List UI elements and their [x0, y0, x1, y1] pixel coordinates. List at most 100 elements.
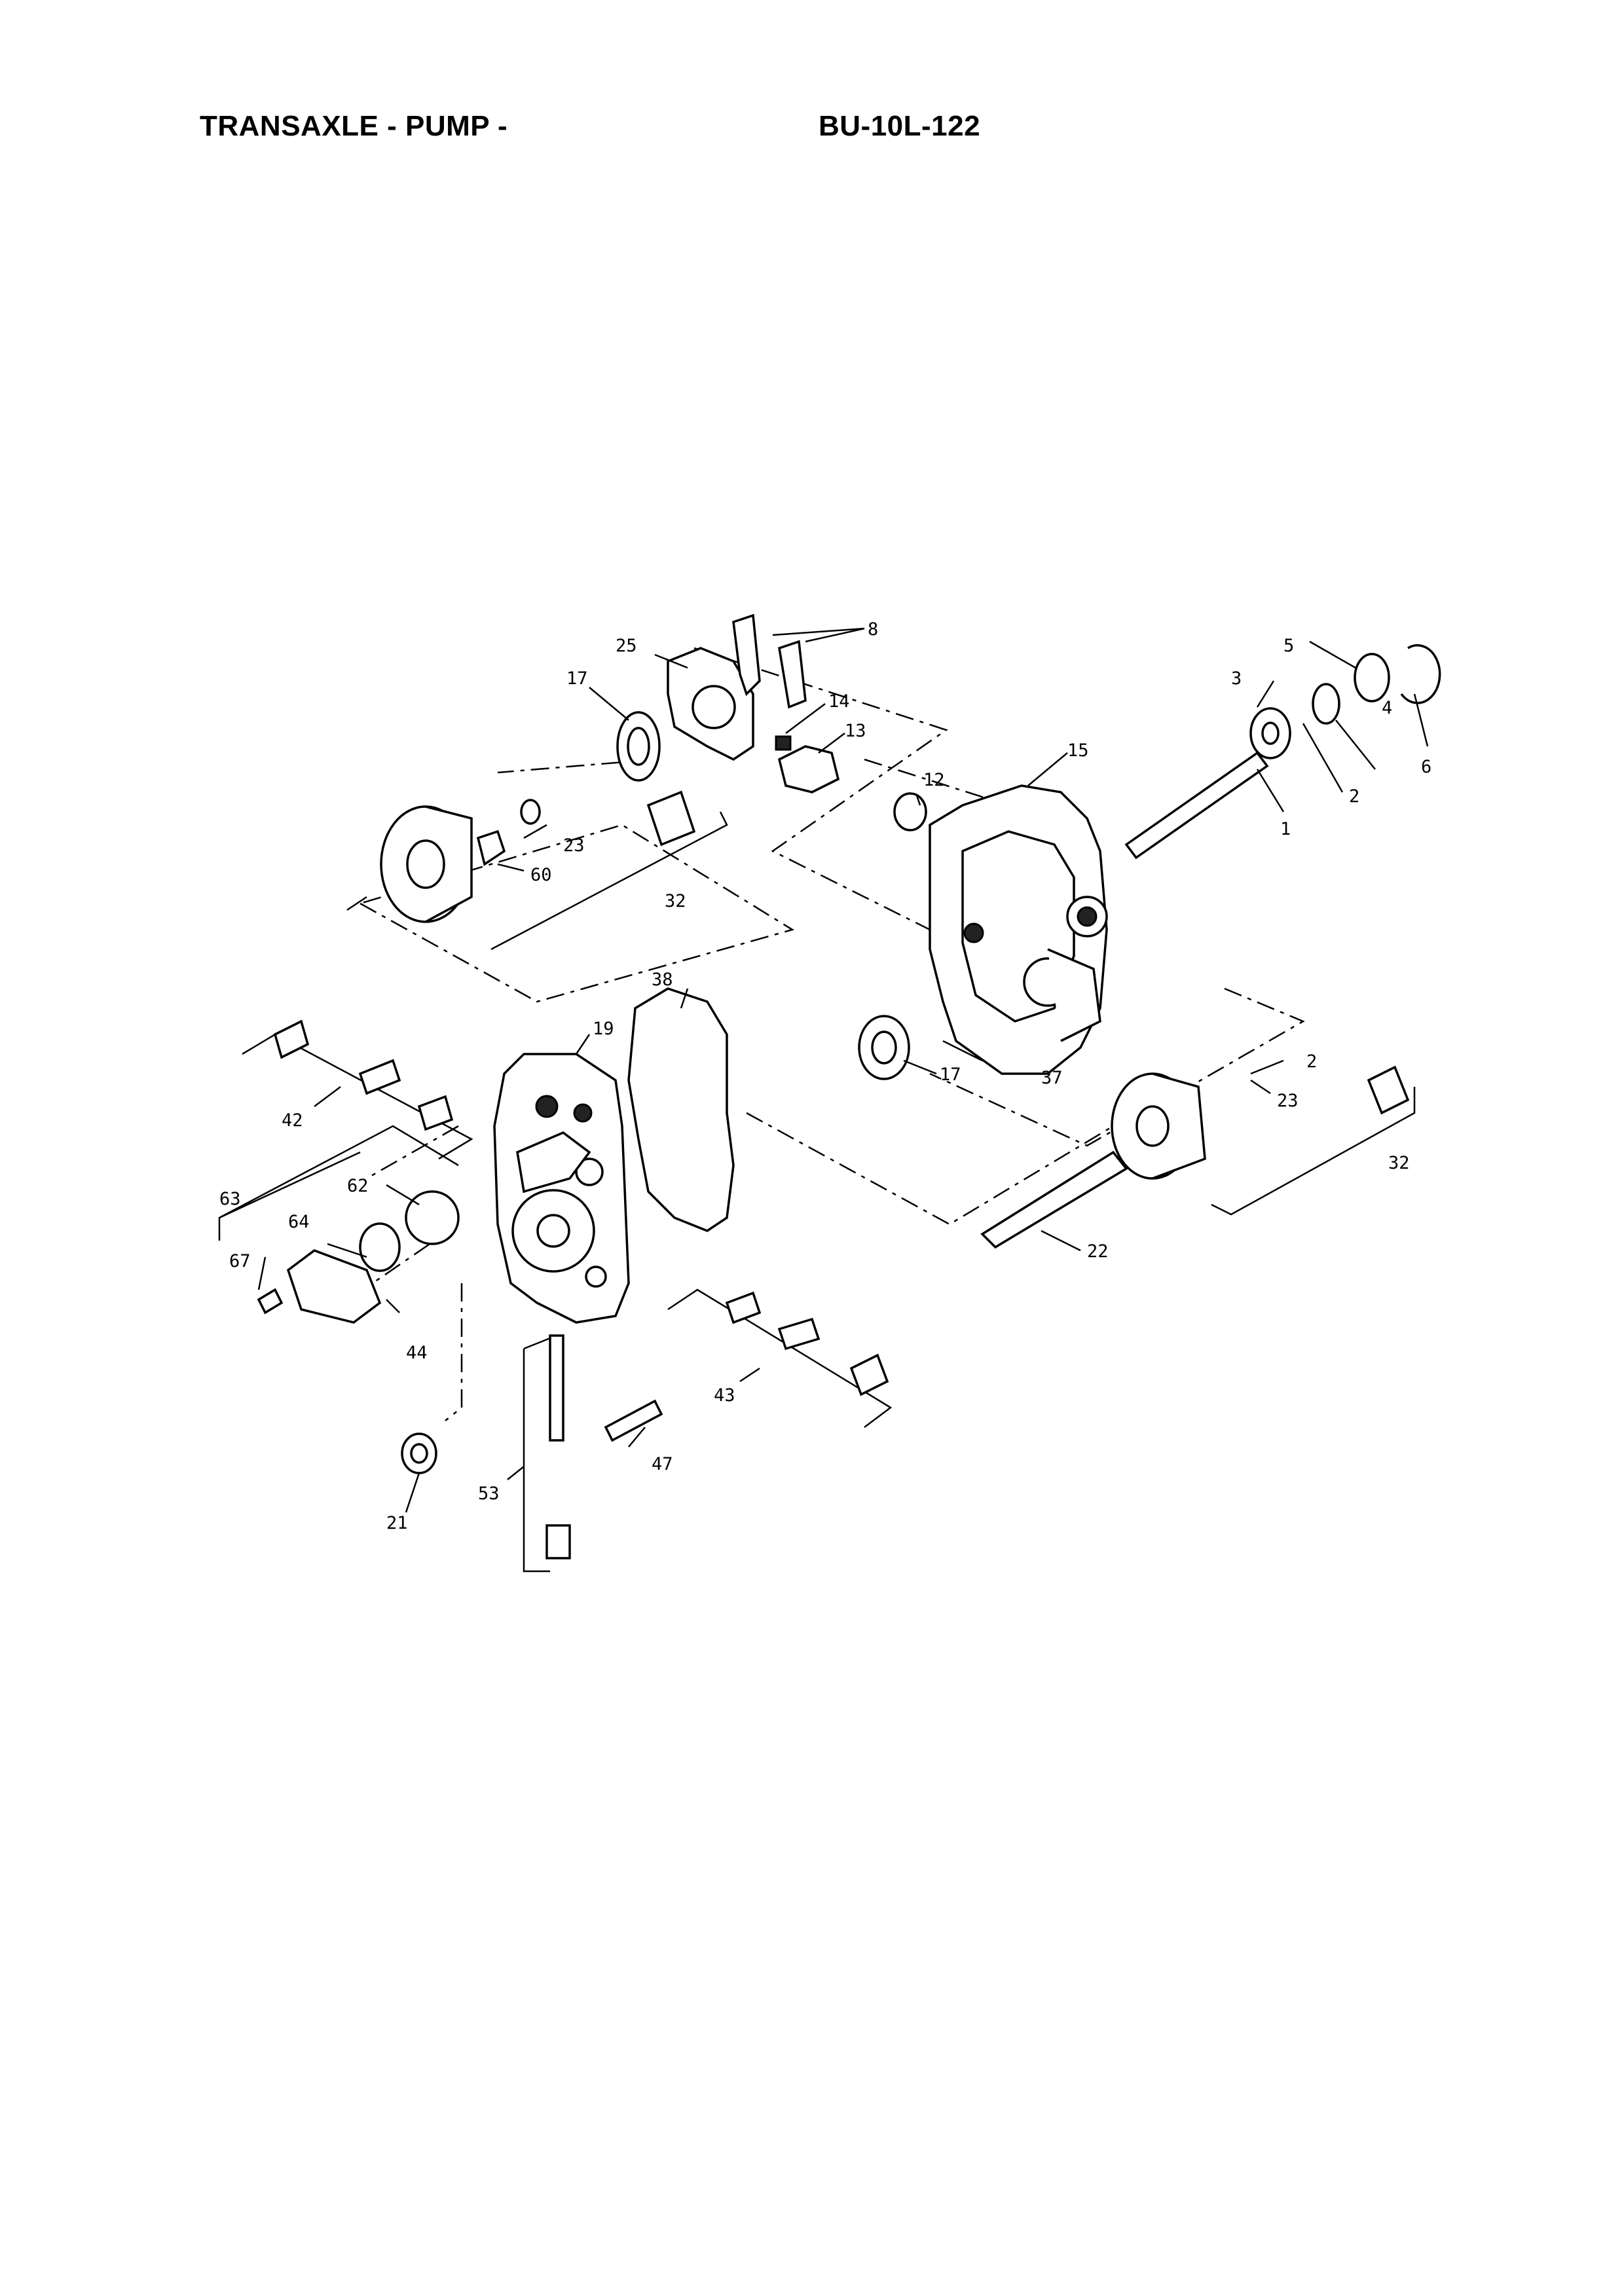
- bearing-12: [893, 792, 927, 831]
- output-shaft: [980, 1150, 1128, 1249]
- callout-2: 2: [1349, 786, 1359, 807]
- callout-42: 42: [282, 1110, 303, 1131]
- callout-3: 3: [1231, 668, 1242, 689]
- spring: [476, 829, 506, 866]
- callout-17: 17: [940, 1065, 961, 1085]
- leader: [327, 1243, 367, 1258]
- callout-53: 53: [478, 1484, 500, 1504]
- callout-67: 67: [229, 1251, 251, 1271]
- pump-housing: [929, 784, 1108, 1075]
- guide-line: [353, 1125, 459, 1298]
- callout-6: 6: [1421, 757, 1431, 777]
- bypass-plug: [545, 1524, 571, 1559]
- callout-63: 63: [219, 1189, 241, 1209]
- o-ring-62: [405, 1190, 460, 1245]
- callout-13: 13: [845, 721, 866, 741]
- bracket-43: [667, 1288, 893, 1428]
- callout-12: 12: [923, 770, 945, 790]
- bracket-32-left: [346, 811, 728, 951]
- leader: [507, 1466, 525, 1480]
- bearing-3: [1249, 707, 1291, 759]
- leader: [654, 653, 688, 669]
- callout-25: 25: [616, 636, 637, 656]
- leader: [818, 733, 845, 754]
- control-arm: [777, 745, 840, 793]
- guide-line: [746, 1112, 1114, 1226]
- gasket: [627, 987, 735, 1232]
- callout-22: 22: [1087, 1241, 1109, 1262]
- leader: [386, 1299, 400, 1313]
- callout-32: 32: [1388, 1153, 1410, 1173]
- leader: [257, 1256, 267, 1290]
- thrust-bearing-half: [732, 613, 761, 697]
- leader: [942, 1040, 983, 1062]
- leader: [1256, 680, 1275, 708]
- leader: [903, 1059, 937, 1075]
- leader: [589, 687, 629, 721]
- callout-23: 23: [1277, 1091, 1299, 1111]
- seal-upper: [616, 711, 661, 782]
- guide-line: [693, 647, 948, 931]
- leader: [314, 1086, 341, 1107]
- plunger-right: [1367, 1065, 1410, 1115]
- leader: [497, 863, 525, 872]
- leader: [1027, 752, 1068, 786]
- retaining-ring: [1400, 644, 1441, 704]
- callout-14: 14: [828, 691, 850, 712]
- bypass-valve: [549, 1334, 564, 1442]
- bracket-42: [242, 1033, 473, 1160]
- leader: [1256, 769, 1285, 812]
- relief-plug-43: [849, 1353, 889, 1396]
- callout-47: 47: [652, 1454, 673, 1474]
- leader: [405, 1472, 420, 1513]
- leader: [1335, 720, 1376, 770]
- callout-44: 44: [406, 1343, 428, 1363]
- leader: [523, 824, 547, 839]
- seal-21: [401, 1432, 437, 1474]
- relief-spring: [358, 1059, 401, 1095]
- leader: [739, 1367, 760, 1383]
- relief-poppet: [417, 1095, 454, 1131]
- leader: [1250, 1079, 1271, 1095]
- guide-line: [445, 1283, 463, 1421]
- guide-line: [929, 987, 1305, 1147]
- leader: [1413, 693, 1429, 747]
- callout-21: 21: [386, 1513, 408, 1533]
- guide-line: [358, 824, 795, 1003]
- relief-plug: [273, 1019, 310, 1059]
- leader: [680, 988, 689, 1009]
- callout-60: 60: [530, 865, 552, 885]
- leader: [628, 1427, 646, 1448]
- leader: [1041, 1230, 1081, 1252]
- leader: [1250, 1059, 1284, 1075]
- leader: [785, 703, 826, 734]
- leader: [1302, 723, 1344, 793]
- callout-1: 1: [1280, 819, 1291, 839]
- bracket-32-right: [1211, 1087, 1416, 1216]
- leader: [1309, 640, 1356, 669]
- leader: [575, 1034, 591, 1055]
- callout-2: 2: [1306, 1051, 1317, 1072]
- callout-37: 37: [1041, 1068, 1063, 1088]
- leader: [772, 627, 865, 643]
- plunger: [646, 790, 696, 847]
- cylinder-block-left: [380, 805, 473, 923]
- leader: [386, 1184, 420, 1206]
- callout-4: 4: [1382, 698, 1392, 718]
- bolt-67: [257, 1288, 284, 1315]
- leader: [915, 795, 921, 806]
- callout-38: 38: [652, 970, 673, 990]
- callout-23: 23: [563, 835, 585, 856]
- gerotor-64: [359, 1222, 401, 1272]
- bracket-63: [218, 1125, 459, 1241]
- relief-spring-43: [777, 1317, 821, 1351]
- callout-43: 43: [714, 1385, 735, 1406]
- callout-62: 62: [347, 1176, 369, 1196]
- page-title: TRANSAXLE - PUMP -: [200, 110, 508, 142]
- callout-32: 32: [665, 891, 686, 911]
- callout-64: 64: [288, 1212, 310, 1232]
- thrust-bearing-half: [778, 640, 807, 709]
- callout-5: 5: [1283, 636, 1294, 656]
- cap-5: [1354, 653, 1390, 702]
